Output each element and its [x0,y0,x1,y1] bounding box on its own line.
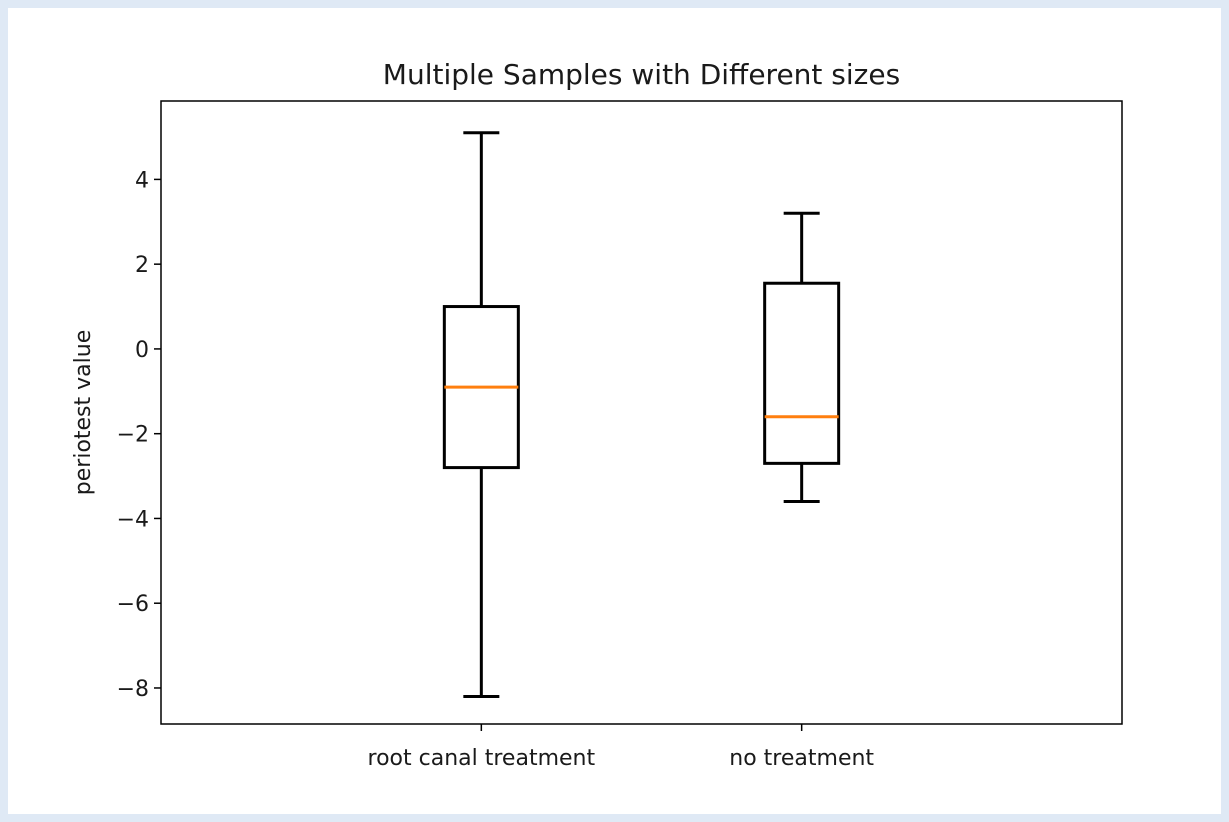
box-group [442,131,520,698]
chart-figure: Multiple Samples with Different sizes pe… [8,8,1221,814]
box-elements [442,131,841,698]
axis-ticks: 4 2 0 −2 −4 −6 −8 root canal treatment no treatm… [117,168,875,771]
plot-frame [160,100,1123,725]
y-axis-label: periotest value [71,330,96,495]
iqr-box [763,281,841,465]
y-tick-label: 4 [135,168,149,193]
box-group [763,211,841,503]
y-tick-label: −8 [117,677,149,702]
y-tick-label: 0 [135,338,149,363]
y-tick-label: 2 [135,253,149,278]
y-tick-label: −2 [117,423,149,448]
y-tick-label: −4 [117,507,149,532]
x-tick-label: root canal treatment [368,746,596,771]
y-tick-label: −6 [117,592,149,617]
x-tick-label: no treatment [729,746,874,771]
boxplot-chart: Multiple Samples with Different sizes pe… [71,58,1123,771]
chart-title: Multiple Samples with Different sizes [383,58,900,91]
